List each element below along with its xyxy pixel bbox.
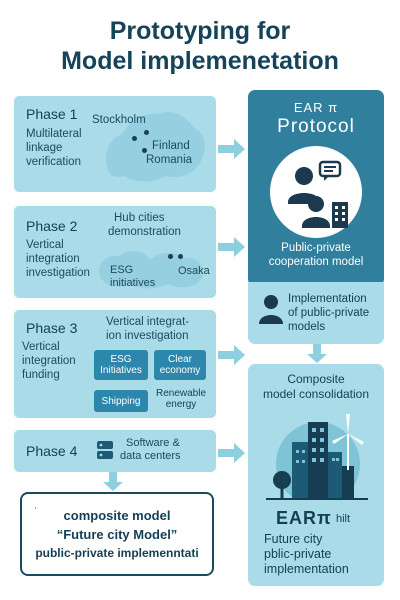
consolidation-line-2: pblic-private [264,547,332,561]
finland-dot [142,148,147,153]
phase-2-panel: Phase 2 Vertical integration investigati… [14,206,216,298]
consolidation-panel: Composite model consolidation EARπ hi [248,364,384,586]
result-line-1: composite model [63,508,171,523]
phase-2-subtitle-1: Vertical [26,239,64,251]
arrow-down-result [103,472,123,491]
osaka-dot-2 [178,254,183,259]
chip-esg-line-1: ESG [110,354,132,365]
place-finland: Finland [152,140,190,152]
consolidation-badge-suffix: hilt [336,513,351,525]
osaka-dot [168,254,173,259]
phase-3-subtitle-2: integration [22,355,76,367]
phase-2-heading-1: Hub cities [114,212,165,224]
implementation-line-2: of public-private [288,307,370,319]
phase-3-subtitle-3: funding [22,369,60,381]
chip-clear-line-1: Clear [168,354,192,365]
arrow-phase-4 [218,443,245,463]
consolidation-line-1: Future city [264,532,323,546]
wind-turbine-icon [332,414,364,470]
tag-osaka: Osaka [178,265,210,277]
stockholm-dot-2 [132,136,137,141]
city-skyline-icon [266,414,368,500]
phase-4-detail-2: data centers [120,450,181,462]
map-icon [99,251,203,289]
arrow-phase-3 [218,345,245,365]
tag-esg: ESG [110,264,134,276]
phase-2-subtitle-3: investigation [26,267,90,279]
chip-shipping-label: Shipping [101,395,141,407]
phase-3-subtitle-1: Vertical [22,341,60,353]
renewable-line-1: Renewable [155,388,207,399]
result-mark: ˈ [34,506,37,516]
place-romania: Romania [146,154,193,166]
title-line-1: Prototyping for [109,17,291,45]
consolidation-heading-1: Composite [287,372,345,386]
implementation-line-1: Implementation [288,293,367,305]
protocol-line-1: EAR π [293,100,339,115]
result-box: ˈ composite model “Future city Model” pu… [20,492,214,576]
phase-3-label: Phase 3 [26,320,78,336]
protocol-panel: EAR π Protocol Public-private cooperatio… [248,90,384,286]
result-line-2: “Future city Model” [56,527,178,542]
phase-4-label: Phase 4 [26,443,78,459]
chip-clear-line-2: economy [159,365,201,376]
place-stockholm: Stockholm [92,114,146,126]
arrow-phase-1 [218,139,245,159]
tree-icon [273,471,291,500]
implementation-panel: Implementation of public-private models [248,282,384,344]
phase-2-heading-2: demonstration [108,226,181,238]
person-icon [259,295,283,324]
consolidation-heading-2: model consolidation [262,387,370,401]
consolidation-line-3: implementation [264,562,349,576]
phase-1-subtitle-1: Multilateral [26,128,82,140]
map-icon [105,111,205,182]
tag-initiatives: initiatives [110,277,156,289]
phase-4-panel: Phase 4 Software & data centers [14,430,216,472]
title-line-2: Model implemenetation [61,47,339,75]
phase-1-subtitle-2: linkage [26,142,63,154]
protocol-caption-1: Public-private [281,242,351,254]
stockholm-dot [144,130,149,135]
phase-3-heading-2: ion investigation [106,330,189,342]
phase-2-subtitle-2: integration [26,253,80,265]
arrow-down-consolidation [307,344,327,363]
protocol-line-2: Protocol [277,116,355,137]
protocol-caption-2: cooperation model [268,256,364,268]
person-chat-icon [270,146,362,238]
arrow-phase-2 [218,237,245,257]
chip-shipping: Shipping [94,390,148,412]
phase-1-subtitle-3: verification [26,156,81,168]
phase-4-detail-1: Software & [126,437,180,449]
phase-1-label: Phase 1 [26,106,78,122]
implementation-line-3: models [288,321,326,333]
phase-1-panel: Phase 1 Multilateral linkage verificatio… [14,96,216,192]
server-icon [97,441,113,459]
result-line-3: public-private implemenntati [35,546,199,560]
consolidation-badge: EARπ [276,508,332,528]
phase-3-heading-1: Vertical integrat- [106,316,190,328]
chip-esg-line-2: Initiatives [100,365,142,376]
renewable-line-2: energy [165,399,197,410]
phase-2-label: Phase 2 [26,218,78,234]
phase-3-panel: Phase 3 Vertical integration funding Ver… [14,310,216,418]
